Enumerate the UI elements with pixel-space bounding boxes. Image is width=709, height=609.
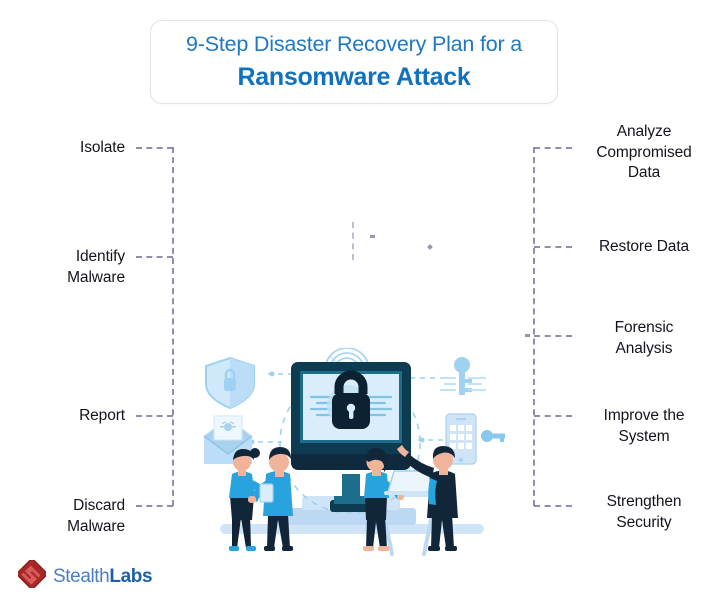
- title-line-2: Ransomware Attack: [237, 62, 471, 91]
- step-label-forensic-analysis: Forensic Analysis: [583, 318, 705, 359]
- right-branch-strengthen-security: [534, 505, 572, 507]
- step-label-report: Report: [0, 406, 125, 427]
- step-label-improve-the-system: Improve the System: [583, 406, 705, 447]
- step-label-identify-malware-line-2: Malware: [67, 268, 125, 286]
- step-label-restore-data-line-1: Restore Data: [598, 238, 690, 255]
- step-label-forensic-analysis-line-2: Analysis: [615, 339, 673, 357]
- right-branch-analyze-compromised-data: [534, 147, 572, 149]
- right-branch-forensic-analysis: [534, 335, 572, 337]
- right-branch-improve-the-system: [534, 415, 572, 417]
- center-stray-mark-1: [370, 235, 375, 238]
- stealthlabs-logo-mark: [16, 558, 48, 593]
- step-label-restore-data: Restore Data: [583, 237, 705, 258]
- shield-lock-icon: [205, 356, 255, 410]
- central-illustration: [190, 347, 510, 560]
- step-label-improve-the-system-line-2: System: [618, 427, 670, 445]
- left-branch-isolate: [136, 147, 173, 149]
- step-label-isolate-line-1: Isolate: [80, 139, 125, 156]
- left-branch-identify-malware: [136, 256, 173, 258]
- step-label-analyze-compromised-data-line-3: Data: [627, 164, 661, 182]
- step-label-strengthen-security-line-1: Strengthen: [606, 493, 682, 510]
- step-label-forensic-analysis-line-1: Forensic: [614, 319, 674, 336]
- step-label-analyze-compromised-data-line-2: Compromised: [596, 143, 692, 161]
- right-connector-spine: [533, 147, 535, 506]
- left-connector-spine: [172, 147, 174, 506]
- center-guide-line: [352, 222, 354, 260]
- logo-word-labs: Labs: [109, 565, 153, 587]
- step-label-identify-malware: Identify Malware: [0, 247, 125, 288]
- step-label-analyze-compromised-data: Analyze Compromised Data: [583, 122, 705, 184]
- people-left-pair: [229, 447, 293, 551]
- logo-word-stealth: Stealth: [53, 565, 110, 587]
- step-label-isolate: Isolate: [0, 138, 125, 159]
- step-label-strengthen-security-line-2: Security: [616, 513, 672, 531]
- people-right-pair: [363, 445, 458, 556]
- step-label-strengthen-security: Strengthen Security: [583, 492, 705, 533]
- step-label-discard-malware-line-1: Discard: [73, 497, 125, 514]
- key-icon: [440, 357, 486, 395]
- left-branch-discard-malware: [136, 505, 173, 507]
- step-label-identify-malware-line-1: Identify: [75, 248, 125, 265]
- step-label-improve-the-system-line-1: Improve the: [603, 407, 685, 424]
- step-label-report-line-1: Report: [79, 407, 125, 424]
- title-card: 9-Step Disaster Recovery Plan for a Rans…: [150, 20, 558, 104]
- center-stray-mark-2: [427, 244, 433, 250]
- right-spine-tick: [525, 334, 530, 337]
- step-label-discard-malware-line-2: Malware: [67, 517, 125, 535]
- stealthlabs-logo-text: StealthLabs: [53, 565, 153, 588]
- right-branch-restore-data: [534, 246, 572, 248]
- step-label-analyze-compromised-data-line-1: Analyze: [616, 123, 672, 140]
- stealthlabs-logo[interactable]: StealthLabs: [16, 558, 153, 593]
- step-label-discard-malware: Discard Malware: [0, 496, 125, 537]
- left-branch-report: [136, 415, 173, 417]
- title-line-1: 9-Step Disaster Recovery Plan for a: [186, 31, 522, 56]
